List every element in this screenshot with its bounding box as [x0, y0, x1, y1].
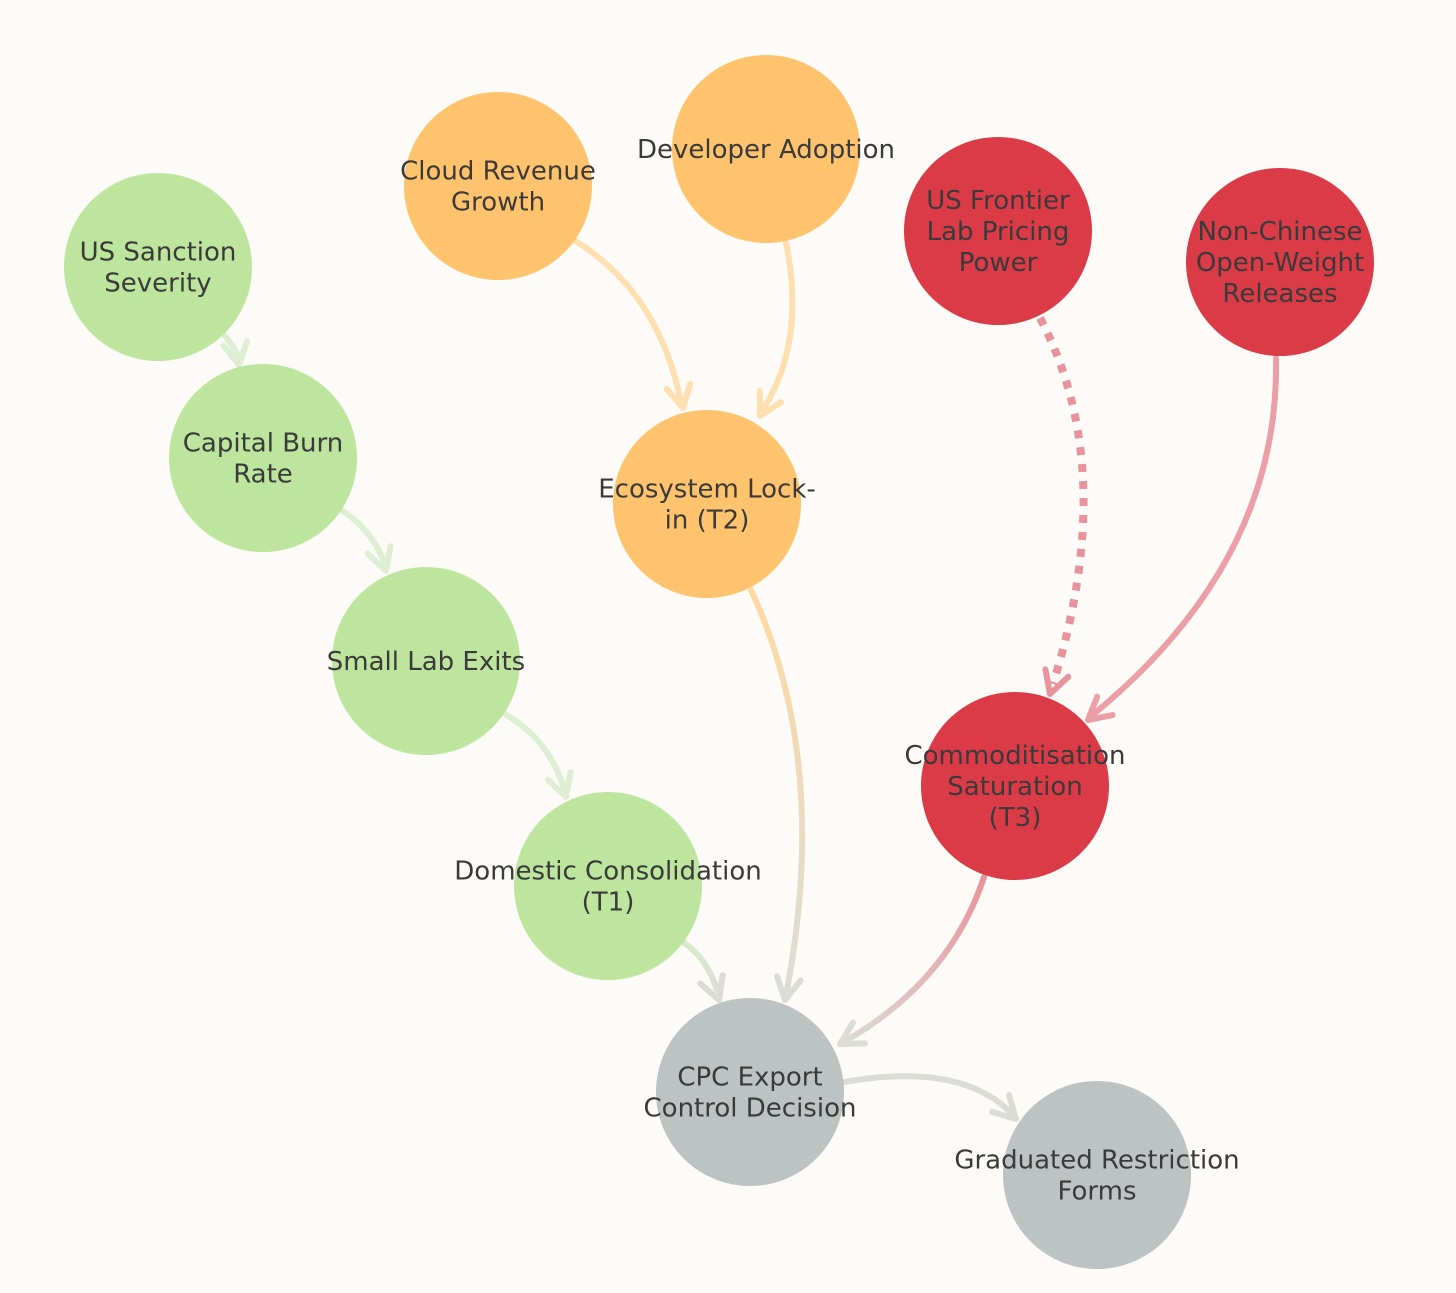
node-label: Domestic Consolidation(T1): [454, 857, 761, 918]
node-label-line: US Frontier: [926, 186, 1070, 216]
arrowhead-icon: [988, 1091, 1019, 1122]
node-label: Ecosystem Lock-in (T2): [598, 475, 816, 536]
node-label-line: (T1): [582, 888, 635, 918]
edge-line: [1036, 316, 1088, 686]
arrowhead-icon: [1042, 666, 1072, 697]
arrowhead-icon: [663, 380, 694, 411]
node-label-line: Domestic Consolidation: [454, 857, 761, 887]
edge-non-chinese-open-weight-releases-to-commoditisation-saturation: [1085, 355, 1280, 723]
node-label-line: Growth: [451, 188, 545, 218]
node-label-line: Non-Chinese: [1197, 217, 1362, 247]
node-circle[interactable]: [332, 567, 520, 755]
node-circle[interactable]: [169, 364, 357, 552]
edge-line: [219, 330, 241, 359]
node-label-line: US Sanction: [80, 238, 237, 268]
node-label-line: in (T2): [665, 506, 750, 536]
edge-line: [571, 237, 683, 401]
node-label-line: Ecosystem Lock-: [598, 475, 816, 505]
node-ecosystem-lock-in[interactable]: Ecosystem Lock-in (T2): [598, 410, 816, 598]
edge-line: [761, 240, 796, 411]
edge-line: [500, 710, 567, 791]
node-label-line: (T3): [989, 803, 1042, 833]
node-label-line: Releases: [1222, 279, 1337, 309]
node-label: Small Lab Exits: [327, 647, 525, 677]
node-circle[interactable]: [656, 998, 844, 1186]
edge-us-sanction-severity-to-capital-burn-rate: [219, 330, 250, 368]
node-label-line: CPC Export: [677, 1063, 822, 1093]
edge-commoditisation-saturation-to-cpc-export-control-decision: [837, 874, 987, 1047]
edge-small-lab-exits-to-domestic-consolidation: [500, 710, 574, 800]
node-label-line: Developer Adoption: [637, 135, 895, 165]
node-label-line: Cloud Revenue: [400, 157, 596, 187]
node-label-line: Small Lab Exits: [327, 647, 525, 677]
arrowhead-icon: [756, 387, 784, 419]
edge-line: [680, 939, 720, 993]
node-label-line: Rate: [233, 460, 293, 490]
node-developer-adoption[interactable]: Developer Adoption: [637, 55, 895, 243]
node-label-line: Control Decision: [644, 1094, 857, 1124]
edges-layer: [219, 237, 1280, 1122]
node-circle[interactable]: [514, 792, 702, 980]
edge-line: [748, 587, 806, 993]
edge-ecosystem-lock-in-to-cpc-export-control-decision: [748, 587, 806, 1003]
edge-developer-adoption-to-ecosystem-lock-in: [756, 240, 796, 419]
edge-capital-burn-rate-to-small-lab-exits: [337, 506, 394, 574]
node-label-line: Commoditisation: [904, 741, 1125, 771]
edge-line: [844, 874, 987, 1043]
node-small-lab-exits[interactable]: Small Lab Exits: [327, 567, 525, 755]
node-label-line: Capital Burn: [183, 429, 343, 459]
node-label-line: Saturation: [947, 772, 1083, 802]
arrowhead-icon: [1085, 693, 1116, 723]
arrowhead-icon: [697, 972, 726, 1003]
node-label: Developer Adoption: [637, 135, 895, 165]
edge-cloud-revenue-growth-to-ecosystem-lock-in: [571, 237, 694, 411]
edge-line: [1092, 355, 1280, 716]
edge-us-frontier-lab-pricing-power-to-commoditisation-saturation: [1036, 316, 1088, 697]
node-circle[interactable]: [904, 137, 1092, 325]
arrowhead-icon: [220, 338, 250, 368]
node-domestic-consolidation[interactable]: Domestic Consolidation(T1): [454, 792, 762, 980]
arrowhead-icon: [774, 973, 804, 1003]
node-circle[interactable]: [921, 692, 1109, 880]
node-circle[interactable]: [1186, 168, 1374, 356]
arrowhead-icon: [544, 769, 574, 800]
node-circle[interactable]: [1003, 1081, 1191, 1269]
node-circle[interactable]: [404, 92, 592, 280]
node-circle[interactable]: [672, 55, 860, 243]
arrowhead-icon: [837, 1019, 869, 1047]
node-label-line: Power: [959, 248, 1038, 278]
arrowhead-icon: [364, 543, 394, 574]
node-label-line: Graduated Restriction: [954, 1146, 1239, 1176]
node-label-line: Forms: [1057, 1177, 1136, 1207]
node-label-line: Lab Pricing: [927, 217, 1070, 247]
edge-cpc-export-control-decision-to-graduated-restriction-forms: [841, 1073, 1019, 1122]
edge-line: [841, 1073, 1013, 1115]
node-circle[interactable]: [64, 173, 252, 361]
edge-domestic-consolidation-to-cpc-export-control-decision: [680, 939, 726, 1003]
node-label-line: Open-Weight: [1196, 248, 1364, 278]
edge-line: [337, 506, 387, 564]
node-circle[interactable]: [613, 410, 801, 598]
node-label-line: Severity: [104, 269, 211, 299]
